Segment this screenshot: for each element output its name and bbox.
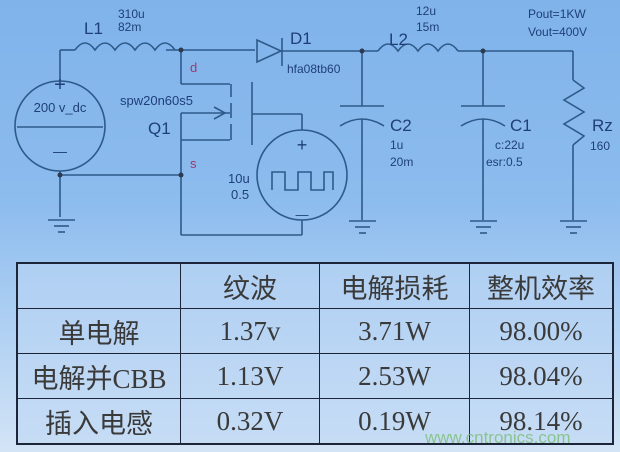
inductor-L2-icon bbox=[377, 43, 459, 53]
header-cell: 电解损耗 bbox=[319, 262, 470, 309]
C1-value2: esr:0.5 bbox=[486, 155, 523, 169]
L2-value2: 15m bbox=[416, 20, 439, 34]
header-cell bbox=[16, 262, 181, 309]
source-label: s bbox=[190, 156, 197, 171]
L2-value1: 12u bbox=[416, 4, 436, 18]
C1-name: C1 bbox=[510, 116, 532, 135]
dc-source-plus: + bbox=[54, 74, 66, 96]
cell-loss: 0.19W bbox=[319, 398, 470, 445]
cell-ripple: 1.13V bbox=[180, 353, 320, 399]
C2-value1: 1u bbox=[390, 138, 403, 152]
Rz-name: Rz bbox=[592, 116, 613, 135]
table-row: 单电解 1.37v 3.71W 98.00% bbox=[16, 308, 614, 354]
C2-name: C2 bbox=[390, 116, 412, 135]
cell-loss: 2.53W bbox=[319, 353, 470, 399]
Q1-name: Q1 bbox=[148, 119, 171, 138]
diode-D1-icon bbox=[256, 38, 283, 64]
cell-efficiency: 98.04% bbox=[469, 353, 614, 399]
D1-name: D1 bbox=[290, 29, 312, 48]
pulse-minus: — bbox=[296, 207, 309, 222]
cell-efficiency: 98.14% bbox=[469, 398, 614, 445]
L1-value2: 82m bbox=[118, 20, 141, 34]
pulse-value2: 0.5 bbox=[231, 187, 249, 202]
table-row: 电解并CBB 1.13V 2.53W 98.04% bbox=[16, 353, 614, 399]
L1-name: L1 bbox=[84, 19, 103, 38]
cell-loss: 3.71W bbox=[319, 308, 470, 354]
pulse-plus: + bbox=[297, 135, 308, 155]
table-row: 插入电感 0.32V 0.19W 98.14% bbox=[16, 398, 614, 445]
row-label: 单电解 bbox=[16, 308, 181, 354]
L1-value1: 310u bbox=[118, 7, 145, 21]
inductor-L1-icon bbox=[74, 42, 176, 52]
cell-ripple: 1.37v bbox=[180, 308, 320, 354]
header-cell: 整机效率 bbox=[469, 262, 614, 309]
C1-value1: c:22u bbox=[495, 138, 524, 152]
D1-part: hfa08tb60 bbox=[287, 62, 341, 76]
cell-efficiency: 98.00% bbox=[469, 308, 614, 354]
watermark: www.cntronics.com bbox=[425, 428, 571, 447]
dc-source-label: 200 v_dc bbox=[34, 100, 87, 115]
resistor-Rz-icon bbox=[562, 79, 586, 146]
Rz-value: 160 bbox=[590, 139, 610, 153]
dc-source-minus: — bbox=[53, 143, 67, 159]
L2-name: L2 bbox=[389, 30, 408, 49]
header-cell: 纹波 bbox=[180, 262, 320, 309]
pulse-value1: 10u bbox=[228, 171, 250, 186]
vout-spec: Vout=400V bbox=[528, 25, 587, 39]
pout-spec: Pout=1KW bbox=[528, 7, 586, 21]
results-table: 纹波 电解损耗 整机效率 单电解 1.37v 3.71W 98.00% 电解并C… bbox=[16, 262, 614, 445]
cell-ripple: 0.32V bbox=[180, 398, 320, 445]
boost-circuit-schematic: + 200 v_dc — L1 310u 82m D1 hfa08tb60 d … bbox=[14, 4, 613, 236]
table-header-row: 纹波 电解损耗 整机效率 bbox=[16, 262, 614, 309]
drain-label: d bbox=[190, 60, 197, 75]
row-label: 电解并CBB bbox=[16, 353, 181, 399]
Q1-part: spw20n60s5 bbox=[120, 93, 193, 108]
row-label: 插入电感 bbox=[16, 398, 181, 445]
C2-value2: 20m bbox=[390, 155, 413, 169]
